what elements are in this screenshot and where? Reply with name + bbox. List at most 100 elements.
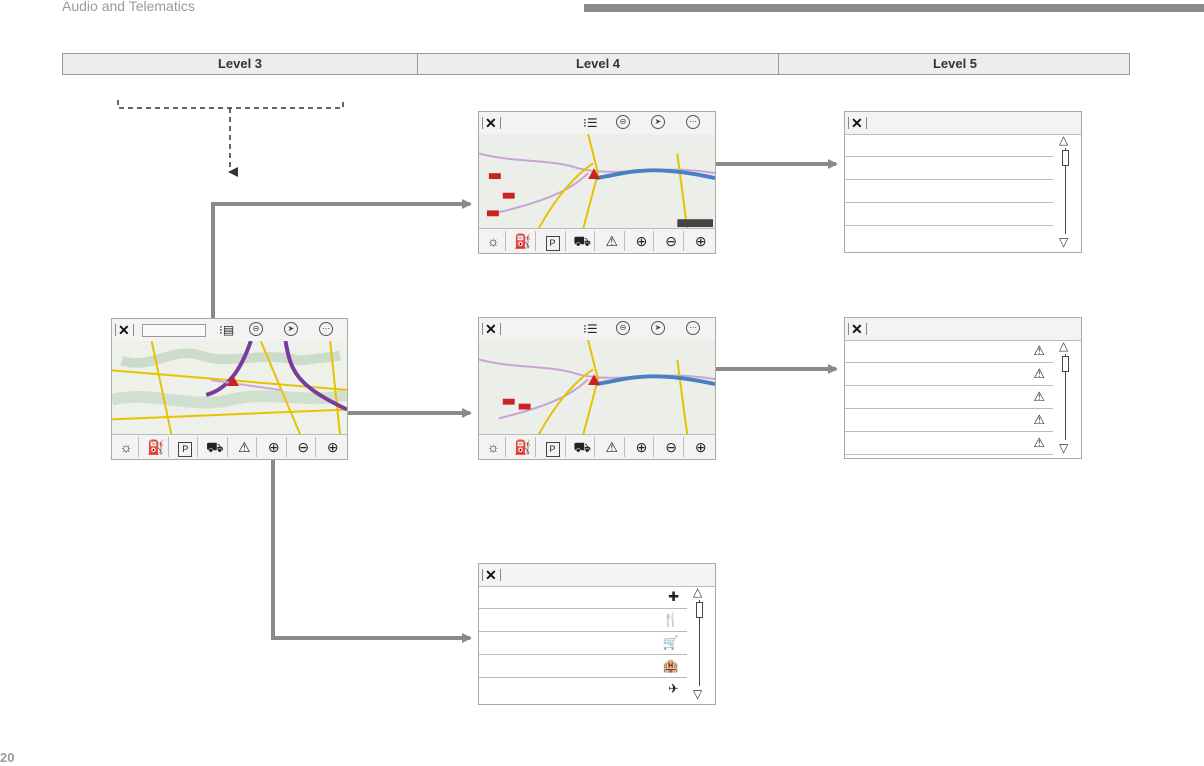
- level4-poi-list-screen: ✕ ✚ 🍴 🛒 🏨 ✈ △ ▽: [478, 563, 716, 705]
- level4-middle-topbar: ✕ ⁝☰ ⊖ ➤ ⋯: [479, 318, 715, 341]
- scroll-up-icon[interactable]: △: [693, 585, 703, 599]
- weather-icon[interactable]: ☼: [114, 437, 140, 457]
- level4-middle-map[interactable]: [479, 340, 715, 435]
- weather-icon[interactable]: ☼: [481, 437, 507, 457]
- list-item[interactable]: 🏨: [479, 655, 687, 678]
- zoom-out-icon[interactable]: ⊖: [291, 437, 317, 457]
- close-icon[interactable]: ✕: [848, 115, 867, 131]
- add-icon[interactable]: ⊕: [629, 437, 655, 457]
- zoom-in-icon[interactable]: ⊕: [694, 233, 707, 249]
- parking-icon[interactable]: P: [541, 437, 566, 457]
- zoom-in-icon[interactable]: ⊕: [326, 439, 339, 455]
- list-item[interactable]: [845, 134, 1053, 157]
- level-5-header: Level 5: [932, 56, 978, 71]
- level3-topbar: ✕ ⁝▤ ⊖ ➤ ⋯: [112, 319, 347, 342]
- fuel-icon[interactable]: ⛽: [144, 437, 169, 457]
- level-4-header: Level 4: [418, 54, 779, 74]
- traffic-icon[interactable]: ⛟: [570, 231, 596, 251]
- level3-map[interactable]: [112, 341, 347, 435]
- scroll-track: [699, 600, 700, 686]
- level4-top-map[interactable]: [479, 134, 715, 229]
- list-icon[interactable]: ⁝☰: [583, 322, 598, 336]
- menu-dots-icon[interactable]: ⋯: [319, 322, 333, 336]
- list-item[interactable]: ⚠: [845, 340, 1053, 363]
- level-3-header: Level 3: [63, 54, 418, 74]
- list-item[interactable]: [845, 157, 1053, 180]
- weather-icon[interactable]: ☼: [481, 231, 507, 251]
- list-item[interactable]: [845, 180, 1053, 203]
- level4-poi-topbar: ✕: [479, 564, 715, 587]
- airplane-icon: ✈: [668, 681, 679, 696]
- level3-map-screen: ✕ ⁝▤ ⊖ ➤ ⋯ ☼ ⛽ P ⛟ ⚠ ⊕ ⊖ ⊕: [111, 318, 348, 460]
- dashed-bracket: [117, 100, 344, 109]
- scroll-thumb[interactable]: [1062, 150, 1069, 166]
- warning-icon[interactable]: ⚠: [232, 437, 258, 457]
- menu-dots-icon[interactable]: ⋯: [686, 321, 700, 335]
- connector-to-level4-bottom: [271, 458, 472, 643]
- list-item[interactable]: ⚠: [845, 386, 1053, 409]
- list-item[interactable]: ✈: [479, 678, 687, 701]
- scrollbar[interactable]: △ ▽: [1059, 340, 1073, 454]
- compass-icon[interactable]: ➤: [651, 321, 665, 335]
- scroll-down-icon[interactable]: ▽: [693, 687, 703, 701]
- zoom-in-icon[interactable]: ⊕: [694, 439, 707, 455]
- list-icon[interactable]: ⁝☰: [583, 116, 598, 130]
- warning-icon[interactable]: ⚠: [600, 231, 625, 251]
- level5-list-screen-top: ✕ △ ▽: [844, 111, 1082, 253]
- level4-map-screen-middle: ✕ ⁝☰ ⊖ ➤ ⋯ ☼ ⛽ P ⛟ ⚠ ⊕ ⊖ ⊕: [478, 317, 716, 460]
- header-bar: [584, 4, 1204, 12]
- map-view-icon[interactable]: ⊖: [616, 115, 630, 129]
- close-icon[interactable]: ✕: [482, 115, 501, 131]
- add-icon[interactable]: ⊕: [629, 231, 655, 251]
- map-view-icon[interactable]: ⊖: [249, 322, 263, 336]
- list-item[interactable]: ✚: [479, 586, 687, 609]
- parking-icon[interactable]: P: [541, 231, 566, 251]
- list-item[interactable]: ⚠: [845, 409, 1053, 432]
- fuel-icon[interactable]: ⛽: [511, 437, 536, 457]
- page-number: 20: [0, 750, 15, 765]
- list-item[interactable]: [845, 203, 1053, 226]
- level3-bottombar: ☼ ⛽ P ⛟ ⚠ ⊕ ⊖ ⊕: [112, 434, 347, 459]
- level5-warning-list-screen: ✕ ⚠ ⚠ ⚠ ⚠ ⚠ △ ▽: [844, 317, 1082, 459]
- close-icon[interactable]: ✕: [482, 567, 501, 583]
- traffic-icon[interactable]: ⛟: [570, 437, 596, 457]
- warning-icon[interactable]: ⚠: [600, 437, 625, 457]
- list-item[interactable]: ⚠: [845, 363, 1053, 386]
- level5-middle-topbar: ✕: [845, 318, 1081, 341]
- zoom-out-icon[interactable]: ⊖: [659, 437, 685, 457]
- scroll-thumb[interactable]: [1062, 356, 1069, 372]
- close-icon[interactable]: ✕: [848, 321, 867, 337]
- map-view-icon[interactable]: ⊖: [616, 321, 630, 335]
- close-icon[interactable]: ✕: [115, 322, 134, 338]
- compass-icon[interactable]: ➤: [284, 322, 298, 336]
- scroll-thumb[interactable]: [696, 602, 703, 618]
- hotel-icon: 🏨: [662, 658, 679, 673]
- scrollbar[interactable]: △ ▽: [693, 586, 707, 700]
- scroll-up-icon[interactable]: △: [1059, 133, 1069, 147]
- parking-icon[interactable]: P: [173, 437, 199, 457]
- levels-header: Level 3 Level 4 Level 5: [62, 53, 1130, 75]
- add-icon[interactable]: ⊕: [262, 437, 287, 457]
- search-input[interactable]: [142, 324, 206, 337]
- scroll-down-icon[interactable]: ▽: [1059, 235, 1069, 249]
- route-options-icon[interactable]: ⁝▤: [219, 323, 235, 337]
- shopping-cart-icon: 🛒: [662, 635, 679, 650]
- scroll-up-icon[interactable]: △: [1059, 339, 1069, 353]
- close-icon[interactable]: ✕: [482, 321, 501, 337]
- traffic-icon[interactable]: ⛟: [203, 437, 228, 457]
- zoom-out-icon[interactable]: ⊖: [659, 231, 685, 251]
- warning-icon: ⚠: [1033, 389, 1045, 404]
- menu-dots-icon[interactable]: ⋯: [686, 115, 700, 129]
- fuel-icon[interactable]: ⛽: [511, 231, 536, 251]
- list-item[interactable]: ⚠: [845, 432, 1053, 455]
- scroll-down-icon[interactable]: ▽: [1059, 441, 1069, 455]
- warning-icon: ⚠: [1033, 343, 1045, 358]
- scroll-track: [1065, 354, 1066, 440]
- compass-icon[interactable]: ➤: [651, 115, 665, 129]
- warning-icon: ⚠: [1033, 366, 1045, 381]
- level4-map-screen-top: ✕ ⁝☰ ⊖ ➤ ⋯ ☼ ⛽ P ⛟ ⚠ ⊕ ⊖ ⊕: [478, 111, 716, 254]
- level5-top-topbar: ✕: [845, 112, 1081, 135]
- scrollbar[interactable]: △ ▽: [1059, 134, 1073, 248]
- list-item[interactable]: 🍴: [479, 609, 687, 632]
- list-item[interactable]: 🛒: [479, 632, 687, 655]
